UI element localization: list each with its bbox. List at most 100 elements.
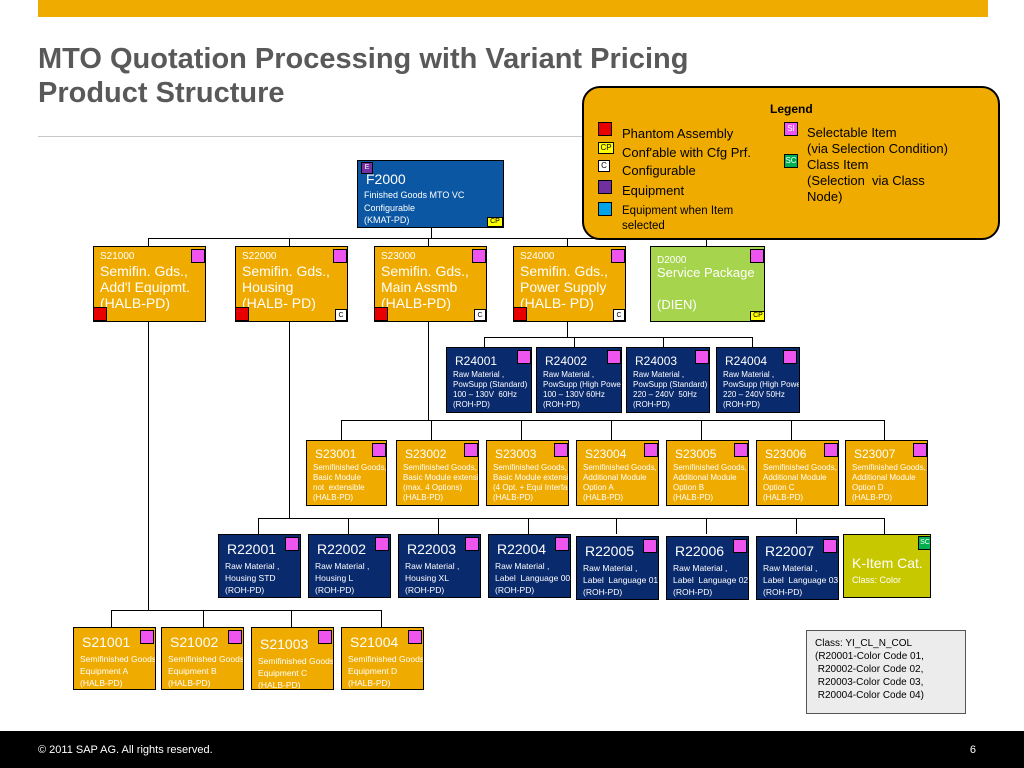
node-s23001[interactable]: S23001 Semifinished Goods, Basic Module … (306, 440, 387, 506)
selectable-marker (644, 443, 658, 457)
node-code: R24003 (635, 354, 678, 368)
cfg-profile-marker: CP (750, 311, 764, 321)
node-code: S23007 (854, 447, 896, 461)
node-desc: Semifinished Goods, Basic Module extensi… (403, 463, 479, 502)
selectable-marker (191, 249, 205, 263)
node-name: Service Package (DIEN) (657, 265, 755, 312)
node-desc: Semifinished Goods, Equipment C (HALB-PD… (258, 656, 334, 690)
node-r22007[interactable]: R22007 Raw Material , Label Language 03 … (756, 536, 839, 600)
node-code: R22003 (407, 541, 457, 557)
node-s23000[interactable]: S23000 Semifin. Gds., Main Assmb (HALB-P… (374, 246, 487, 322)
selectable-marker (734, 443, 748, 457)
selectable-marker (472, 249, 486, 263)
phantom-marker (375, 307, 388, 321)
node-desc: Class: Color (852, 575, 902, 585)
node-s23006[interactable]: S23006 Semifinished Goods, Additional Mo… (756, 440, 839, 506)
node-code: R22002 (317, 541, 367, 557)
phantom-marker (94, 307, 107, 321)
node-desc: Semifinished Goods, Additional Module Op… (763, 463, 837, 502)
footer-bar: © 2011 SAP AG. All rights reserved. 6 (0, 731, 1024, 768)
equipment-marker: E (361, 162, 373, 174)
legend-equipment-label: Equipment (622, 183, 685, 198)
node-s22000[interactable]: S22000 Semifin. Gds., Housing (HALB- PD)… (235, 246, 348, 322)
node-code: S24000 (520, 251, 555, 262)
node-r24001[interactable]: R24001 Raw Material , PowSupp (Standard)… (446, 347, 532, 413)
node-r24004[interactable]: R24004 Raw Material , PowSupp (High Powe… (716, 347, 800, 413)
configurable-marker: C (474, 309, 486, 321)
legend-selectable-label: Selectable Item (via Selection Condition… (807, 125, 948, 156)
node-code: R24004 (725, 354, 768, 368)
node-s24000[interactable]: S24000 Semifin. Gds., Power Supply (HALB… (513, 246, 626, 322)
phantom-marker (514, 307, 527, 321)
node-desc: Raw Material , PowSupp (Standard) 220 – … (633, 370, 708, 409)
node-desc: Raw Material , PowSupp (High Power) 100 … (543, 370, 621, 409)
node-s23002[interactable]: S23002 Semifinished Goods, Basic Module … (396, 440, 479, 506)
node-desc: Semifinished Goods, Additional Module Op… (673, 463, 747, 502)
node-desc: Raw Material , PowSupp (Standard) 100 – … (453, 370, 528, 409)
selectable-marker (824, 443, 838, 457)
selectable-marker (372, 443, 386, 457)
class-line: Class: YI_CL_N_COL (815, 638, 913, 649)
node-f2000[interactable]: E F2000 Finished Goods MTO VC Configurab… (357, 160, 504, 228)
selectable-marker (750, 249, 764, 263)
selectable-marker (465, 537, 479, 551)
configurable-swatch: C (598, 160, 610, 172)
selectable-marker (607, 350, 621, 364)
node-code: S23001 (315, 447, 357, 461)
node-r22004[interactable]: R22004 Raw Material , Label Language 00 … (488, 534, 571, 598)
node-s21003[interactable]: S21003 Semifinished Goods, Equipment C (… (251, 627, 334, 690)
selectable-marker (611, 249, 625, 263)
selectable-marker (555, 537, 569, 551)
node-code: S23004 (585, 447, 627, 461)
class-line: R20004-Color Code 04) (815, 690, 924, 701)
equipment-swatch (598, 180, 612, 194)
node-desc: Raw Material , Housing STD (ROH-PD) (225, 561, 280, 595)
title-divider (38, 136, 988, 137)
node-s21002[interactable]: S21002 Semifinished Goods, Equipment B (… (161, 627, 244, 690)
node-code: R24001 (455, 354, 498, 368)
node-desc: Raw Material , Housing L (ROH-PD) (315, 561, 370, 595)
node-r24002[interactable]: R24002 Raw Material , PowSupp (High Powe… (536, 347, 622, 413)
phantom-swatch (598, 122, 612, 136)
selectable-marker (333, 249, 347, 263)
node-desc: Raw Material , Housing XL (ROH-PD) (405, 561, 460, 595)
node-s21001[interactable]: S21001 Semifinished Goods, Equipment A (… (73, 627, 156, 690)
node-r24003[interactable]: R24003 Raw Material , PowSupp (Standard)… (626, 347, 710, 413)
node-code: R22006 (675, 543, 725, 559)
node-r22003[interactable]: R22003 Raw Material , Housing XL (ROH-PD… (398, 534, 481, 598)
node-s21000[interactable]: S21000 Semifin. Gds., Add'l Equipmt. (HA… (93, 246, 206, 322)
page-number: 6 (969, 744, 976, 756)
footer-copyright: © 2011 SAP AG. All rights reserved. (38, 744, 213, 756)
node-code: S21000 (100, 251, 135, 262)
legend-title: Legend (770, 102, 813, 116)
node-code: S21002 (170, 634, 219, 650)
node-r22006[interactable]: R22006 Raw Material , Label Language 02 … (666, 536, 749, 600)
node-name: Semifin. Gds., Main Assmb (HALB-PD) (381, 263, 469, 311)
selectable-marker (783, 350, 797, 364)
node-code: S21004 (350, 634, 399, 650)
node-code: R22004 (497, 541, 547, 557)
node-s23007[interactable]: S23007 Semifinished Goods, Additional Mo… (845, 440, 928, 506)
equipment-selected-swatch (598, 202, 612, 216)
selectable-marker (643, 539, 657, 553)
node-k-item[interactable]: K-Item Cat. Class: Color SC (843, 534, 931, 598)
selectable-marker (228, 630, 242, 644)
node-name: Semifin. Gds., Power Supply (HALB- PD) (520, 263, 608, 311)
selectable-marker (408, 630, 422, 644)
node-s21004[interactable]: S21004 Semifinished Goods, Equipment D (… (341, 627, 424, 690)
node-desc: Raw Material , Label Language 00 (ROH-PD… (495, 561, 571, 595)
node-name: K-Item Cat. (852, 555, 923, 571)
node-r22001[interactable]: R22001 Raw Material , Housing STD (ROH-P… (218, 534, 301, 598)
node-desc: Raw Material , Label Language 01 (ROH-PD… (583, 563, 659, 597)
selectable-marker (318, 630, 332, 644)
node-name: Semifin. Gds., Add'l Equipmt. (HALB-PD) (100, 263, 190, 311)
node-r22005[interactable]: R22005 Raw Material , Label Language 01 … (576, 536, 659, 600)
selectable-marker (913, 443, 927, 457)
node-s23004[interactable]: S23004 Semifinished Goods, Additional Mo… (576, 440, 659, 506)
configurable-marker: C (335, 309, 347, 321)
node-s23003[interactable]: S23003 Semifinished Goods, Basic Module … (486, 440, 569, 506)
node-r22002[interactable]: R22002 Raw Material , Housing L (ROH-PD) (308, 534, 391, 598)
node-s23005[interactable]: S23005 Semifinished Goods, Additional Mo… (666, 440, 749, 506)
node-d2000[interactable]: D2000 Service Package (DIEN) CP (650, 246, 765, 322)
selectable-marker (375, 537, 389, 551)
